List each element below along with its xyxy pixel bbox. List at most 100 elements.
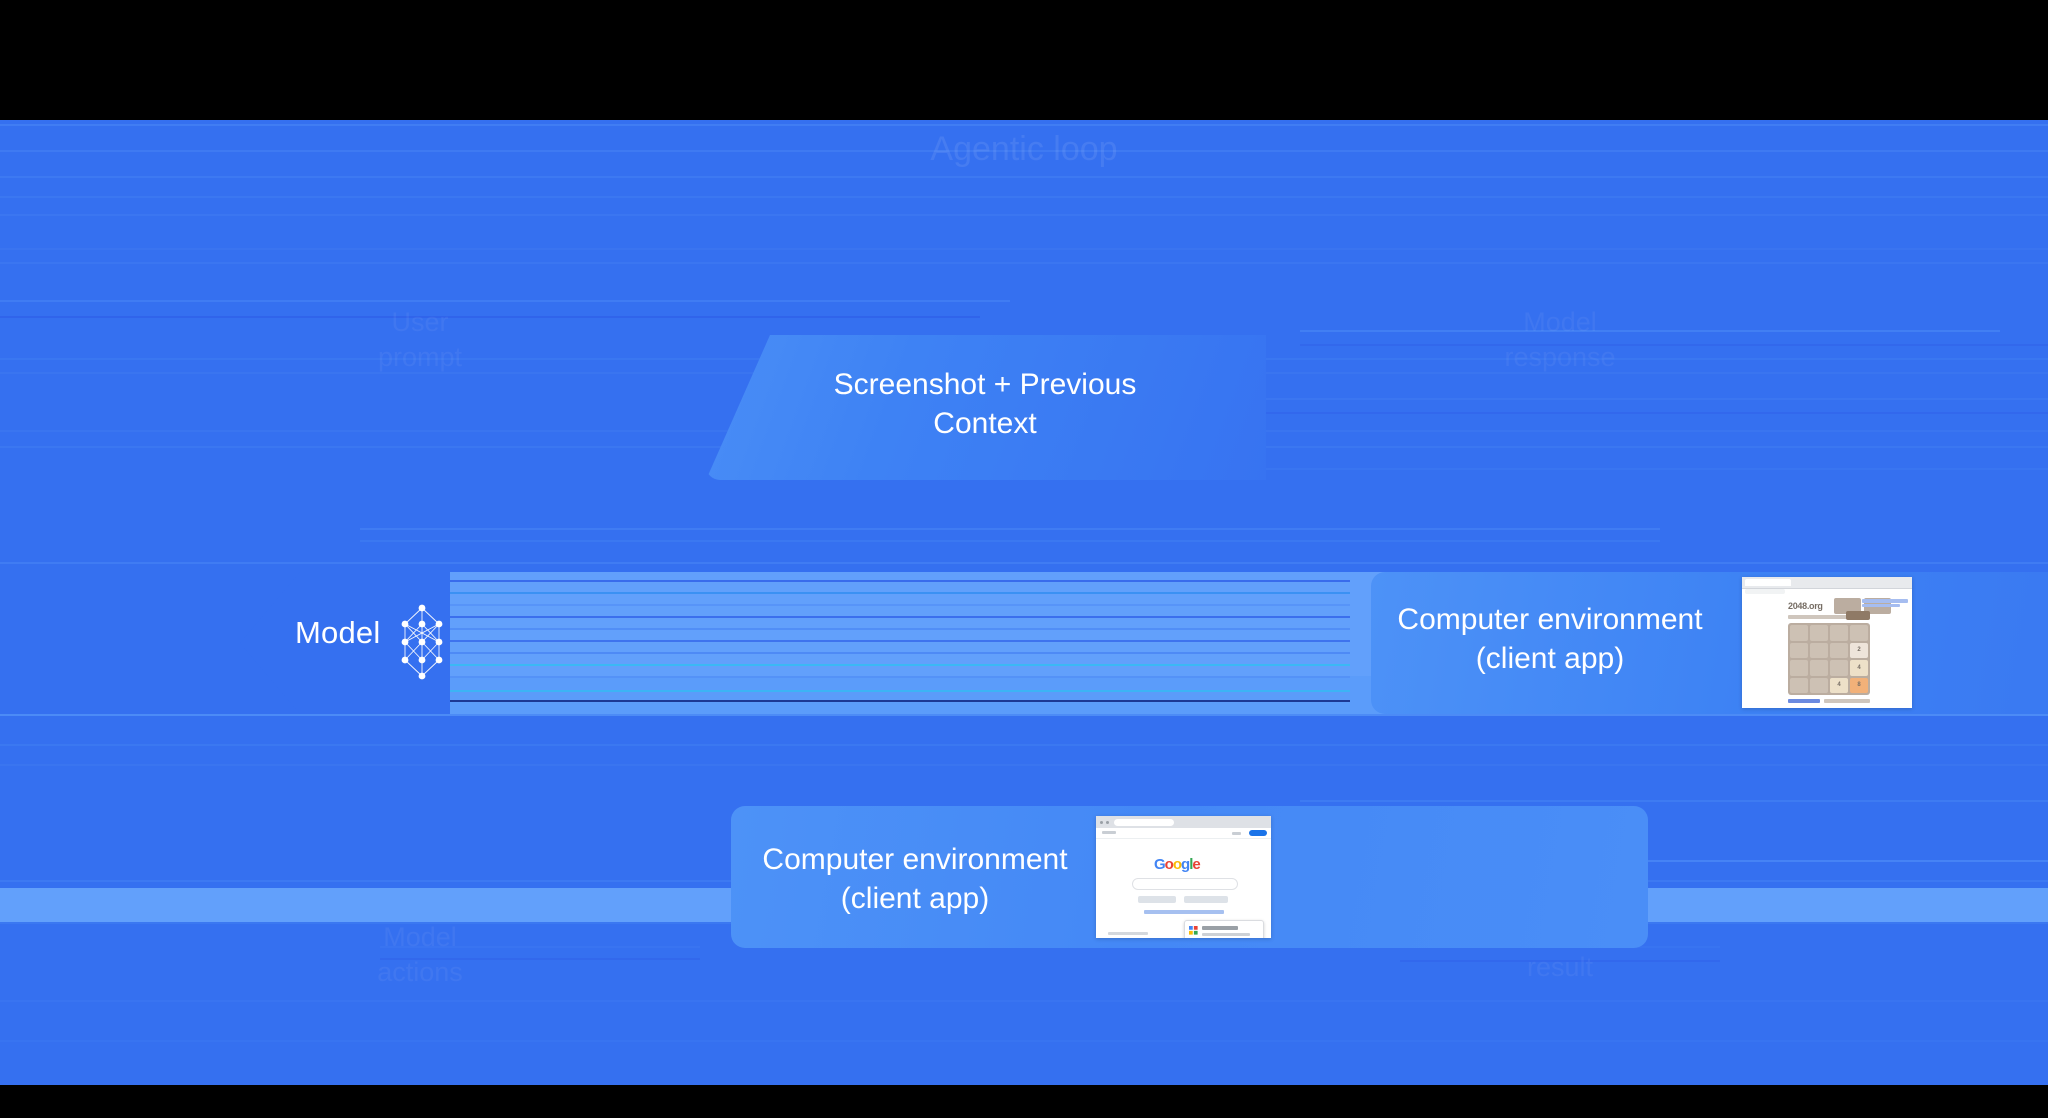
render-streak (0, 124, 2048, 126)
google-logo-letter-1: o (1164, 856, 1174, 873)
render-streak (0, 196, 2048, 198)
render-streak (0, 176, 2048, 178)
edge-label-top-left: User prompt (300, 305, 540, 375)
render-streak (0, 714, 2048, 716)
tile-empty (1790, 642, 1808, 658)
thumb-browser-tab (1745, 579, 1791, 586)
edge-label-top-left-line1: User (391, 307, 449, 337)
thumb-2048-footer-text (1824, 699, 1870, 703)
edge-label-top-right-line1: Model (1523, 307, 1597, 337)
render-streak (360, 540, 1660, 542)
computer-environment-bottom-label: Computer environment (client app) (745, 840, 1085, 918)
render-streak (440, 664, 1350, 666)
edge-label-top-right-line2: response (1504, 342, 1616, 372)
tile-empty (1810, 625, 1828, 641)
google-logo-letter-3: g (1181, 856, 1190, 873)
thumb-address-bar (1745, 589, 1785, 594)
tile-empty (1830, 660, 1848, 676)
render-streak (0, 562, 2048, 564)
render-streak (0, 214, 2048, 216)
env-top-line2: (client app) (1475, 642, 1625, 675)
tile-empty (1810, 677, 1828, 693)
thumb-2048-nav-link-2 (1862, 604, 1900, 607)
render-streak (1250, 398, 2048, 400)
render-streak (360, 528, 1660, 530)
render-streak (1300, 860, 2048, 862)
render-streak (0, 764, 2048, 766)
google-logo: Google (1154, 856, 1201, 873)
google-thumb-apps-icon (1232, 832, 1241, 835)
tile-2: 2 (1850, 642, 1868, 658)
model-label: Model (295, 615, 381, 650)
edge-label-bottom-left: Model actions (300, 920, 540, 990)
tile-8: 8 (1850, 677, 1868, 693)
dialog-body (1202, 933, 1250, 936)
google-logo-letter-2: o (1172, 856, 1182, 873)
render-streak (1250, 468, 2048, 470)
edge-label-top-left-line2: prompt (377, 342, 463, 372)
render-streak (0, 248, 2048, 250)
screenshot-context-node[interactable] (706, 335, 1266, 480)
computer-environment-top-card[interactable] (1371, 572, 2048, 714)
thumb-2048-nav-link (1862, 599, 1908, 603)
dialog-app-icon (1189, 926, 1198, 935)
render-streak (0, 262, 2048, 264)
neural-network-icon (401, 604, 443, 680)
thumb-2048-footer-link (1788, 699, 1820, 703)
tile-value: 2 (1857, 647, 1861, 654)
tile-empty (1790, 677, 1808, 693)
google-thumb-footer (1108, 932, 1148, 935)
tile-value: 4 (1857, 664, 1861, 671)
thumb-2048-board: 2 4 4 8 (1788, 623, 1870, 695)
render-streak (440, 690, 1350, 692)
thumb-2048-subtitle (1788, 615, 1850, 619)
screenshot-context-line1: Screenshot + Previous (833, 368, 1137, 401)
google-thumb-signin-button (1249, 830, 1267, 836)
render-streak (1250, 412, 2048, 414)
render-streak (0, 1000, 2048, 1002)
screenshot-context-label: Screenshot + Previous Context (760, 365, 1210, 443)
render-streak (0, 316, 980, 318)
google-thumb-toolbar (1096, 828, 1271, 839)
render-streak (0, 300, 1010, 302)
google-thumb-language-link (1144, 910, 1224, 914)
render-streak (1300, 330, 2000, 332)
env-bottom-line2: (client app) (840, 882, 990, 915)
thumbnail-google-search[interactable]: Google (1096, 816, 1271, 938)
env-top-line1: Computer environment (1397, 603, 1703, 636)
google-thumb-toolbar-item (1102, 831, 1116, 834)
google-logo-letter-4: l (1189, 856, 1193, 873)
render-streak (1300, 344, 2048, 346)
diagram-title: Agentic loop (930, 130, 1118, 168)
tile-empty (1810, 660, 1828, 676)
tile-4: 4 (1850, 660, 1868, 676)
edge-label-top-right: Model response (1440, 305, 1680, 375)
render-streak (440, 592, 1350, 594)
edge-label-bottom-right-line2: result (1526, 952, 1594, 982)
render-streak (440, 580, 1350, 582)
google-logo-letter-0: G (1154, 856, 1166, 873)
google-thumb-omnibox (1114, 818, 1174, 826)
google-logo-letter-5: e (1192, 856, 1200, 873)
render-streak (380, 958, 700, 960)
render-streak (1400, 960, 1720, 962)
dialog-title (1202, 926, 1238, 930)
render-streak (440, 652, 1350, 654)
tile-4: 4 (1830, 677, 1848, 693)
env-bottom-line1: Computer environment (762, 843, 1068, 876)
render-streak (440, 616, 1350, 618)
render-streak (380, 946, 700, 948)
google-thumb-lucky-button (1184, 896, 1228, 903)
google-thumb-search-box (1132, 878, 1238, 890)
screenshot-context-line2: Context (933, 407, 1037, 440)
thumb-2048-new-game-button (1846, 611, 1870, 620)
google-thumb-dialog (1184, 920, 1264, 938)
tile-empty (1790, 660, 1808, 676)
thumb-2048-score (1834, 598, 1861, 614)
google-thumb-forward-icon (1106, 820, 1109, 824)
tile-empty (1830, 625, 1848, 641)
render-streak (0, 150, 2048, 152)
tile-value: 8 (1857, 682, 1861, 689)
